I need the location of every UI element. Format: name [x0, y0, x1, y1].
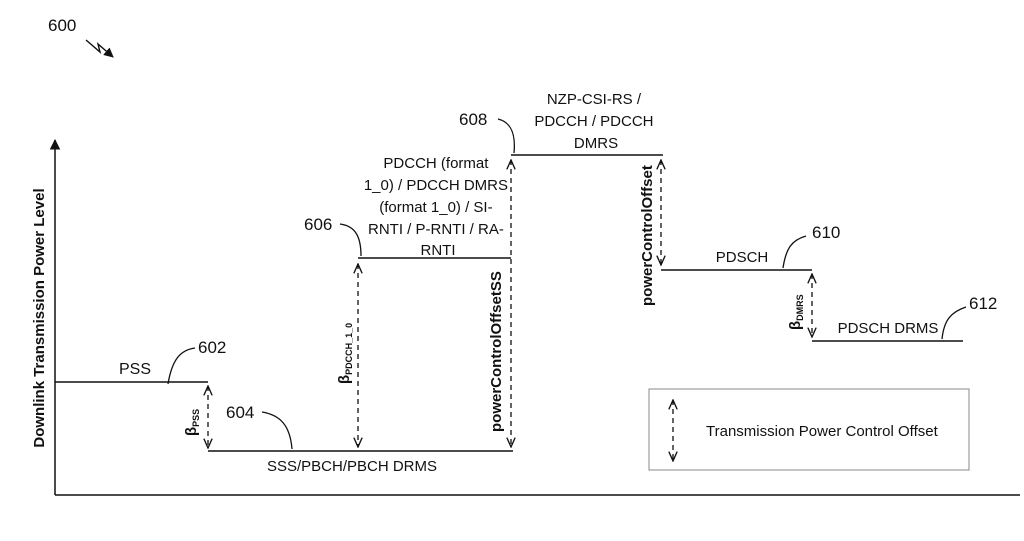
pdsch-ref: 610	[812, 223, 840, 242]
pdsch-drms-ref-leader	[941, 306, 967, 340]
pdsch-drms-ref: 612	[969, 294, 997, 313]
pss-label: PSS	[119, 361, 151, 378]
nzp-label: NZP-CSI-RS / PDCCH / PDCCH DMRS	[534, 91, 657, 152]
pss-ref: 602	[198, 338, 226, 357]
legend-label: Transmission Power Control Offset	[706, 423, 939, 440]
beta-pss-label: βPSS	[183, 409, 201, 436]
pdsch-drms-label: PDSCH DRMS	[838, 320, 939, 337]
nzp-ref-leader	[497, 118, 516, 154]
power-control-offset-label: powerControlOffset	[639, 165, 656, 306]
pss-ref-leader	[167, 347, 196, 385]
sss-ref-leader	[261, 411, 293, 450]
sss-ref: 604	[226, 403, 254, 422]
sss-label: SSS/PBCH/PBCH DRMS	[267, 458, 437, 475]
pdcch-ref-leader	[339, 223, 362, 257]
figure-ref-arrow	[85, 39, 114, 58]
power-control-offset-ss-label: powerControlOffsetSS	[488, 271, 505, 432]
pdsch-ref-leader	[782, 235, 807, 269]
beta-dmrs-label: βDMRS	[787, 294, 805, 330]
nzp-ref: 608	[459, 110, 487, 129]
pdcch-ref: 606	[304, 215, 332, 234]
pdcch-label: PDCCH (format 1_0) / PDCCH DMRS (format …	[364, 155, 512, 259]
y-axis-label: Downlink Transmission Power Level	[31, 188, 48, 447]
figure-ref-label: 600	[48, 16, 76, 35]
legend-box	[648, 388, 970, 471]
beta-pdcch-label: βPDCCH_1_0	[336, 323, 354, 384]
pdsch-label: PDSCH	[716, 249, 769, 266]
